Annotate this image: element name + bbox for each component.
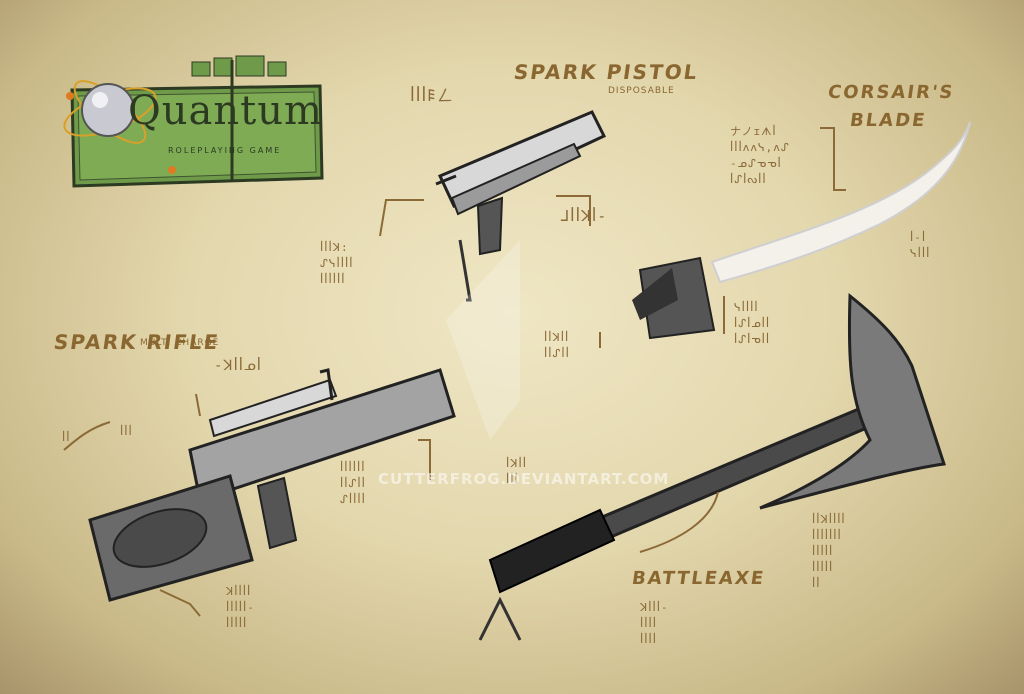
annotation-lines: [63, 127, 846, 617]
watermark-text: CUTTERFROG.DEVIANTART.COM: [378, 470, 670, 488]
label-spark-pistol-sub: DISPOSABLE: [608, 86, 675, 96]
label-spark-pistol: SPARK PISTOL: [512, 60, 701, 84]
battleaxe-drawing: [478, 292, 946, 641]
spark-rifle-drawing: [88, 368, 456, 602]
corsairs-blade-drawing: [632, 121, 971, 340]
label-corsairs-blade-1: CORSAIR'S: [826, 82, 956, 103]
label-battleaxe: BATTLEAXE: [630, 568, 767, 589]
glyph-scribble: -ꓘꟾꟾᓄꟾ: [214, 358, 262, 374]
logo-subtitle: ROLEPLAYING GAME: [168, 146, 282, 155]
label-corsairs-blade-2: BLADE: [848, 110, 928, 131]
glyph-scribble: ꟾꟾꟾ𐌄ㄥ: [410, 86, 454, 105]
glyph-scribble: ꟾꟾ: [62, 431, 71, 444]
label-spark-rifle-sub: MULTI CHARGE: [140, 338, 220, 348]
spark-pistol-drawing: [435, 110, 607, 302]
logo-wordmark: Quantum: [128, 88, 323, 134]
watermark-logo-icon: [446, 240, 520, 440]
glyph-scribble: ꟾꟾꟾ: [120, 425, 133, 438]
glyph-scribble: ᒧꟾꟾꓘꟾ-: [560, 207, 608, 225]
atom-sphere-icon: [63, 80, 176, 174]
